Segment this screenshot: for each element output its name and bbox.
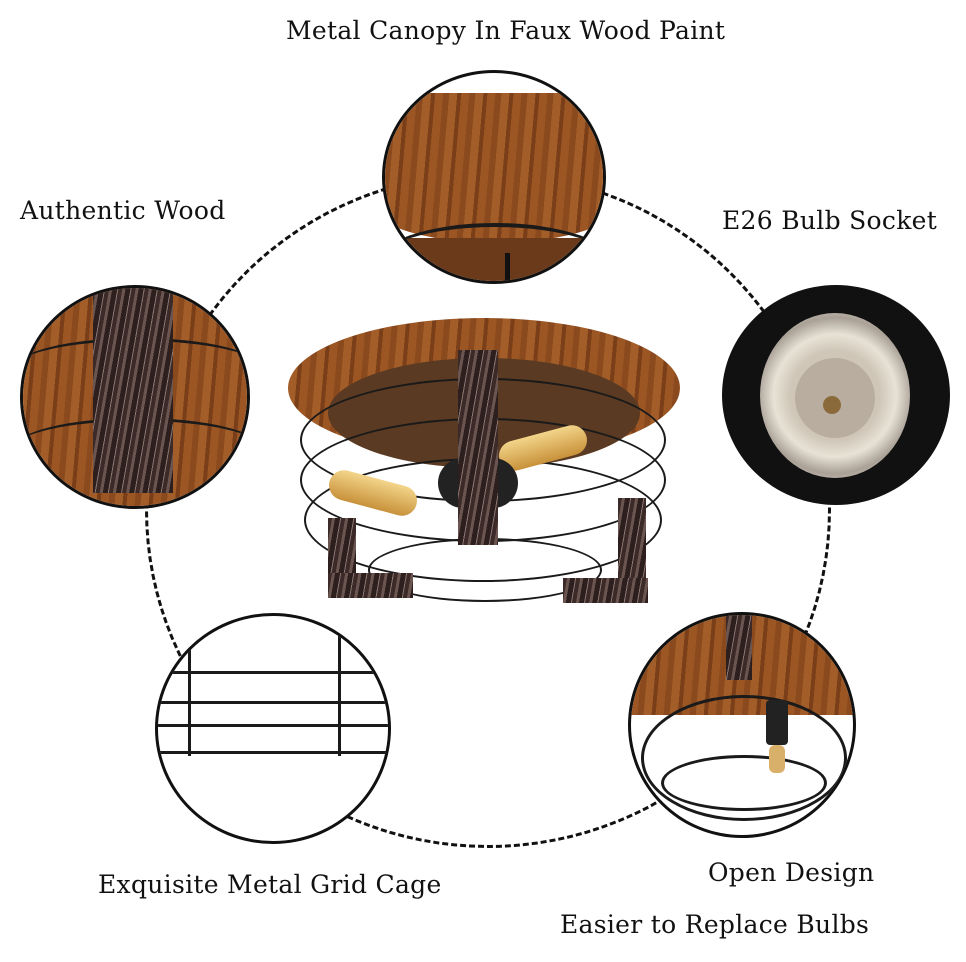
ceiling-light-product [288, 318, 680, 610]
label-authentic-wood: Authentic Wood [20, 196, 226, 225]
label-open-design: Open Design [708, 858, 875, 887]
detail-open-design [628, 612, 856, 838]
label-replace-bulbs: Easier to Replace Bulbs [560, 910, 870, 939]
label-metal-grid-cage: Exquisite Metal Grid Cage [98, 870, 442, 899]
detail-metal-grid [155, 613, 391, 844]
detail-bulb-socket [722, 285, 950, 505]
label-metal-canopy: Metal Canopy In Faux Wood Paint [286, 16, 726, 45]
detail-wood-canopy [382, 70, 606, 284]
label-e26-bulb-socket: E26 Bulb Socket [722, 206, 938, 235]
detail-authentic-wood [20, 285, 250, 509]
